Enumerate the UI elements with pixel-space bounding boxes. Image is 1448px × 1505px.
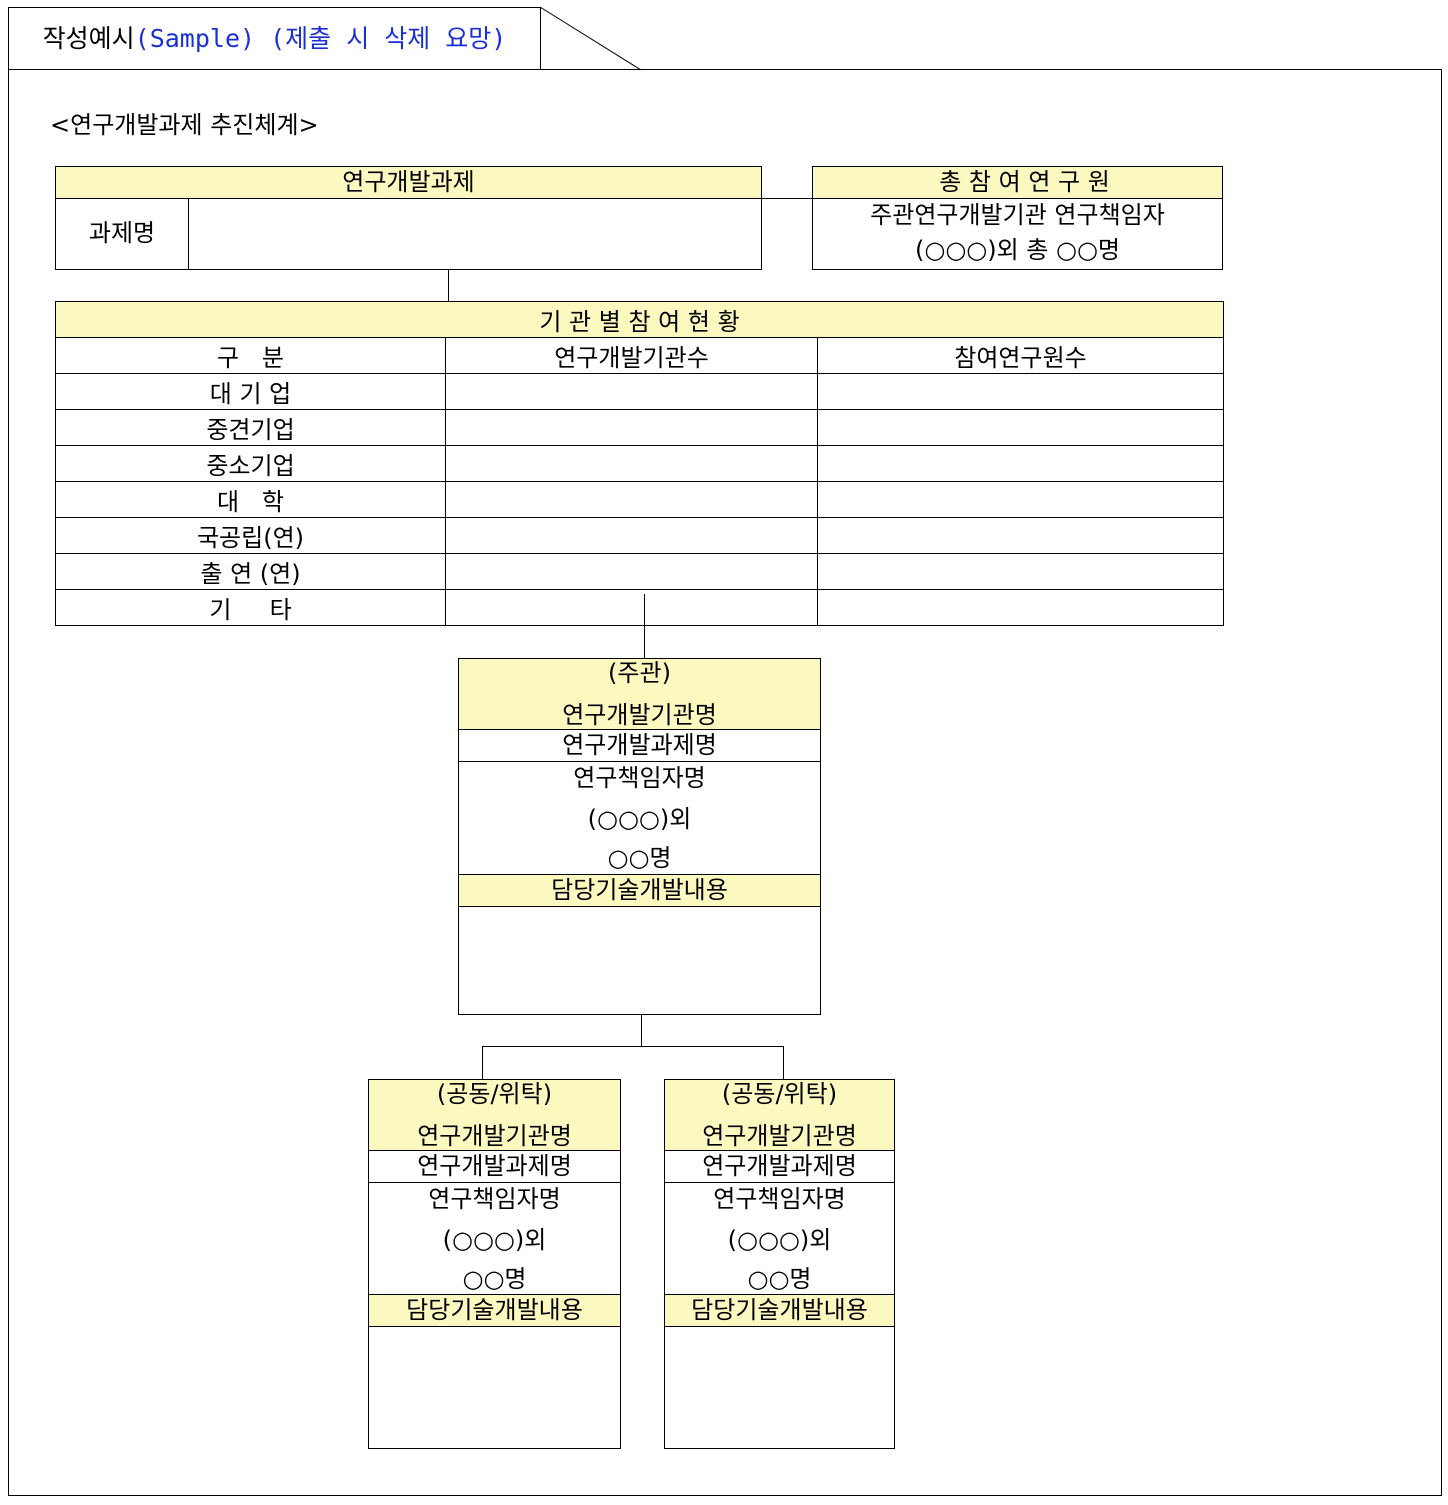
- connector-joint-bar: [482, 1046, 784, 1047]
- researchers-box: [812, 166, 1223, 270]
- col-org-count: 연구개발기관수: [445, 337, 818, 374]
- lead-project-name: 연구개발과제명: [562, 730, 717, 759]
- lead-pi-line2: (○○○)외: [587, 805, 692, 833]
- joint-pi-line2: (○○○)외: [442, 1226, 547, 1254]
- cell-researchers[interactable]: [816, 409, 1225, 446]
- joint-org-name: 연구개발기관명: [702, 1122, 857, 1150]
- lead-tech-content[interactable]: [459, 907, 820, 1014]
- researchers-line1: 주관연구개발기관 연구책임자: [870, 200, 1165, 229]
- cell-orgs[interactable]: [445, 517, 818, 554]
- connector-project-researchers: [762, 198, 812, 199]
- connector-joint-2: [783, 1046, 784, 1079]
- lead-org-role: (주관): [608, 659, 671, 687]
- lead-pi-line3: ○○명: [607, 844, 672, 872]
- row-label: 기 타: [55, 589, 446, 626]
- joint-org-header: (공동/위탁) 연구개발기관명: [369, 1080, 620, 1150]
- cell-orgs[interactable]: [445, 373, 818, 410]
- cell-orgs[interactable]: [445, 481, 818, 518]
- lead-org-name: 연구개발기관명: [562, 701, 717, 729]
- cell-researchers[interactable]: [816, 445, 1225, 482]
- joint-pi-line3: ○○명: [462, 1265, 527, 1293]
- col-researcher-count: 참여연구원수: [816, 337, 1225, 374]
- researchers-line2: (○○○)외 총 ○○명: [915, 236, 1120, 265]
- document-frame: [8, 69, 1442, 1496]
- lead-pi-name: 연구책임자명: [573, 764, 706, 792]
- connector-lead-joint: [641, 1015, 642, 1047]
- connector-project-table: [448, 270, 449, 301]
- joint-org-name: 연구개발기관명: [417, 1122, 572, 1150]
- row-label: 대 기 업: [55, 373, 446, 410]
- joint-tech-header: 담당기술개발내용: [369, 1295, 620, 1326]
- connector-table-lead: [644, 594, 645, 658]
- project-header: 연구개발과제: [56, 167, 761, 198]
- col-category: 구 분: [55, 337, 446, 374]
- participation-table: 기 관 별 참 여 현 황 구 분 연구개발기관수 참여연구원수 대 기 업 중…: [54, 301, 1225, 626]
- tab-slope: [539, 6, 642, 71]
- joint-tech-header: 담당기술개발내용: [665, 1295, 894, 1326]
- cell-orgs[interactable]: [445, 445, 818, 482]
- cell-orgs[interactable]: [445, 409, 818, 446]
- row-label: 중견기업: [55, 409, 446, 446]
- joint-tech-content[interactable]: [665, 1327, 894, 1448]
- cell-researchers[interactable]: [816, 589, 1225, 626]
- joint-pi: 연구책임자명 (○○○)외 ○○명: [369, 1183, 620, 1294]
- project-name-label: 과제명: [88, 219, 156, 248]
- cell-researchers[interactable]: [816, 481, 1225, 518]
- researchers-header: 총 참 여 연 구 원: [813, 167, 1222, 198]
- joint-pi: 연구책임자명 (○○○)외 ○○명: [665, 1183, 894, 1294]
- connector-joint-1: [482, 1046, 483, 1079]
- tab-note: (Sample) (제출 시 삭제 요망): [134, 24, 507, 53]
- joint-pi-line2: (○○○)외: [727, 1226, 832, 1254]
- section-title: <연구개발과제 추진체계>: [50, 111, 319, 139]
- cell-orgs[interactable]: [445, 589, 818, 626]
- lead-tech-header: 담당기술개발내용: [459, 875, 820, 906]
- row-label: 대 학: [55, 481, 446, 518]
- tab-title: 작성예시: [42, 24, 135, 53]
- row-label: 출 연 (연): [55, 553, 446, 590]
- cell-researchers[interactable]: [816, 373, 1225, 410]
- joint-project-name: 연구개발과제명: [702, 1151, 857, 1180]
- project-box: [55, 166, 762, 270]
- tab-label: 작성예시(Sample) (제출 시 삭제 요망): [8, 7, 541, 67]
- cell-orgs[interactable]: [445, 553, 818, 590]
- joint-pi-name: 연구책임자명: [428, 1185, 561, 1213]
- tab-box: [8, 7, 541, 70]
- joint-pi-name: 연구책임자명: [713, 1185, 846, 1213]
- joint-org-role: (공동/위탁): [721, 1080, 838, 1108]
- lead-org-header: (주관) 연구개발기관명: [459, 659, 820, 729]
- cell-researchers[interactable]: [816, 553, 1225, 590]
- joint-tech-content[interactable]: [369, 1327, 620, 1448]
- joint-org-role: (공동/위탁): [436, 1080, 553, 1108]
- lead-org-box: [458, 658, 821, 1015]
- joint-org-box: [368, 1079, 621, 1449]
- project-name-value[interactable]: [189, 199, 761, 269]
- joint-project-name: 연구개발과제명: [417, 1151, 572, 1180]
- cell-researchers[interactable]: [816, 517, 1225, 554]
- joint-org-header: (공동/위탁) 연구개발기관명: [665, 1080, 894, 1150]
- row-label: 중소기업: [55, 445, 446, 482]
- joint-org-box: [664, 1079, 895, 1449]
- row-label: 국공립(연): [55, 517, 446, 554]
- participation-header: 기 관 별 참 여 현 황: [54, 301, 1225, 338]
- joint-pi-line3: ○○명: [747, 1265, 812, 1293]
- lead-pi: 연구책임자명 (○○○)외 ○○명: [459, 762, 820, 874]
